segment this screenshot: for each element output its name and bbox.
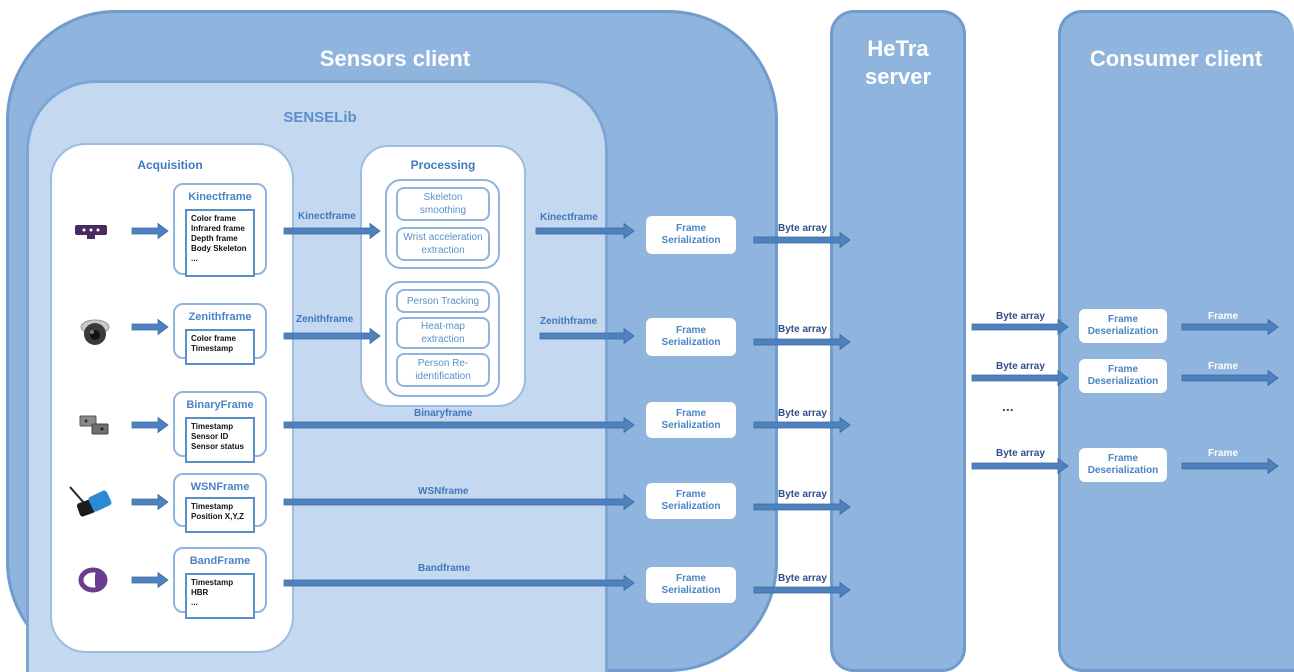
field-row: Depth frame <box>191 234 238 243</box>
field-row: Color frame <box>191 334 236 343</box>
bandframe-title: BandFrame <box>189 555 251 567</box>
label-bandframe: Bandframe <box>418 563 471 574</box>
binaryframe-card: BinaryFrame Timestamp Sensor ID Sensor s… <box>173 391 267 463</box>
arrow-server-to-consumer-2 <box>971 369 1069 387</box>
heat-map-step: Heat-map extraction <box>396 317 490 349</box>
label-frame-out-3: Frame <box>1208 448 1239 459</box>
kinectframe-fields: Color frame Infrared frame Depth frame B… <box>185 209 255 277</box>
label-byte-array-out-2: Byte array <box>996 361 1045 372</box>
label-byte-array-out-1: Byte array <box>996 311 1045 322</box>
frame-serialization-binary: Frame Serialization <box>644 400 738 440</box>
kinectframe-card: Kinectframe Color frame Infrared frame D… <box>173 183 267 277</box>
frame-serialization-band: Frame Serialization <box>644 565 738 605</box>
field-row: Timestamp <box>191 578 234 587</box>
field-row: Timestamp <box>191 422 234 431</box>
ellipsis-more-streams: ... <box>1002 398 1014 414</box>
frame-deserialization-3: Frame Deserialization <box>1077 446 1169 484</box>
zenithframe-card: Zenithframe Color frame Timestamp <box>173 303 267 365</box>
field-row: ... <box>191 254 198 263</box>
label-wsnframe: WSNframe <box>418 486 469 497</box>
wsnframe-card: WSNFrame Timestamp Position X,Y,Z <box>173 473 267 533</box>
field-row: Color frame <box>191 214 236 223</box>
field-row: Sensor status <box>191 442 244 451</box>
label-byte-array-2: Byte array <box>778 324 827 335</box>
label-binaryframe: Binaryframe <box>414 408 473 419</box>
zenith-camera-icon <box>80 319 110 345</box>
hetra-server-title-line2: server <box>864 64 932 89</box>
frame-serialization-zenith: Frame Serialization <box>644 316 738 358</box>
zenithframe-title: Zenithframe <box>188 311 252 323</box>
kinectframe-title: Kinectframe <box>188 191 252 203</box>
wsn-sensor-icon <box>69 486 112 517</box>
label-kinectframe-ser: Kinectframe <box>540 212 598 223</box>
wsnframe-fields: Timestamp Position X,Y,Z <box>185 497 255 533</box>
field-row: Timestamp <box>191 344 234 353</box>
processing-title: Processing <box>410 158 476 172</box>
bandframe-fields: Timestamp HBR ... <box>185 573 255 619</box>
zenithframe-fields: Color frame Timestamp <box>185 329 255 365</box>
hetra-server-panel <box>830 10 966 672</box>
person-reidentification-step: Person Re-identification <box>396 353 490 387</box>
wrist-acceleration-step: Wrist acceleration extraction <box>396 227 490 261</box>
label-byte-array-out-3: Byte array <box>996 448 1045 459</box>
binaryframe-fields: Timestamp Sensor ID Sensor status <box>185 417 255 463</box>
frame-serialization-wsn: Frame Serialization <box>644 481 738 521</box>
label-kinectframe-acq: Kinectframe <box>298 211 356 222</box>
senselib-title: SENSELib <box>283 109 357 126</box>
label-byte-array-5: Byte array <box>778 573 827 584</box>
label-zenithframe-acq: Zenithframe <box>296 314 354 325</box>
field-row: Infrared frame <box>191 224 245 233</box>
kinect-sensor-icon <box>75 225 107 239</box>
field-row: HBR <box>191 588 209 597</box>
person-tracking-step: Person Tracking <box>396 289 490 313</box>
binary-door-sensor-icon <box>79 415 109 435</box>
field-row: Timestamp <box>191 502 234 511</box>
hetra-server-title-line1: HeTra <box>867 36 929 61</box>
bandframe-card: BandFrame Timestamp HBR ... <box>173 547 267 619</box>
binaryframe-title: BinaryFrame <box>186 399 254 411</box>
label-frame-out-2: Frame <box>1208 361 1239 372</box>
label-byte-array-3: Byte array <box>778 408 827 419</box>
consumer-client-title: Consumer client <box>1089 46 1263 71</box>
field-row: Body Skeleton <box>191 244 247 253</box>
skeleton-smoothing-step: Skeleton smoothing <box>396 187 490 221</box>
label-frame-out-1: Frame <box>1208 311 1239 322</box>
sensors-client-title: Sensors client <box>319 46 471 71</box>
field-row: Position X,Y,Z <box>191 512 244 521</box>
label-byte-array-4: Byte array <box>778 489 827 500</box>
frame-deserialization-1: Frame Deserialization <box>1077 307 1169 345</box>
label-byte-array-1: Byte array <box>778 223 827 234</box>
acquisition-title: Acquisition <box>137 158 203 172</box>
wristband-icon <box>78 567 108 593</box>
arrow-server-to-consumer-3 <box>971 457 1069 475</box>
frame-serialization-kinect: Frame Serialization <box>644 214 738 256</box>
frame-deserialization-2: Frame Deserialization <box>1077 357 1169 395</box>
field-row: Sensor ID <box>191 432 229 441</box>
label-zenithframe-ser: Zenithframe <box>540 316 598 327</box>
field-row: ... <box>191 598 198 607</box>
wsnframe-title: WSNFrame <box>190 481 250 493</box>
